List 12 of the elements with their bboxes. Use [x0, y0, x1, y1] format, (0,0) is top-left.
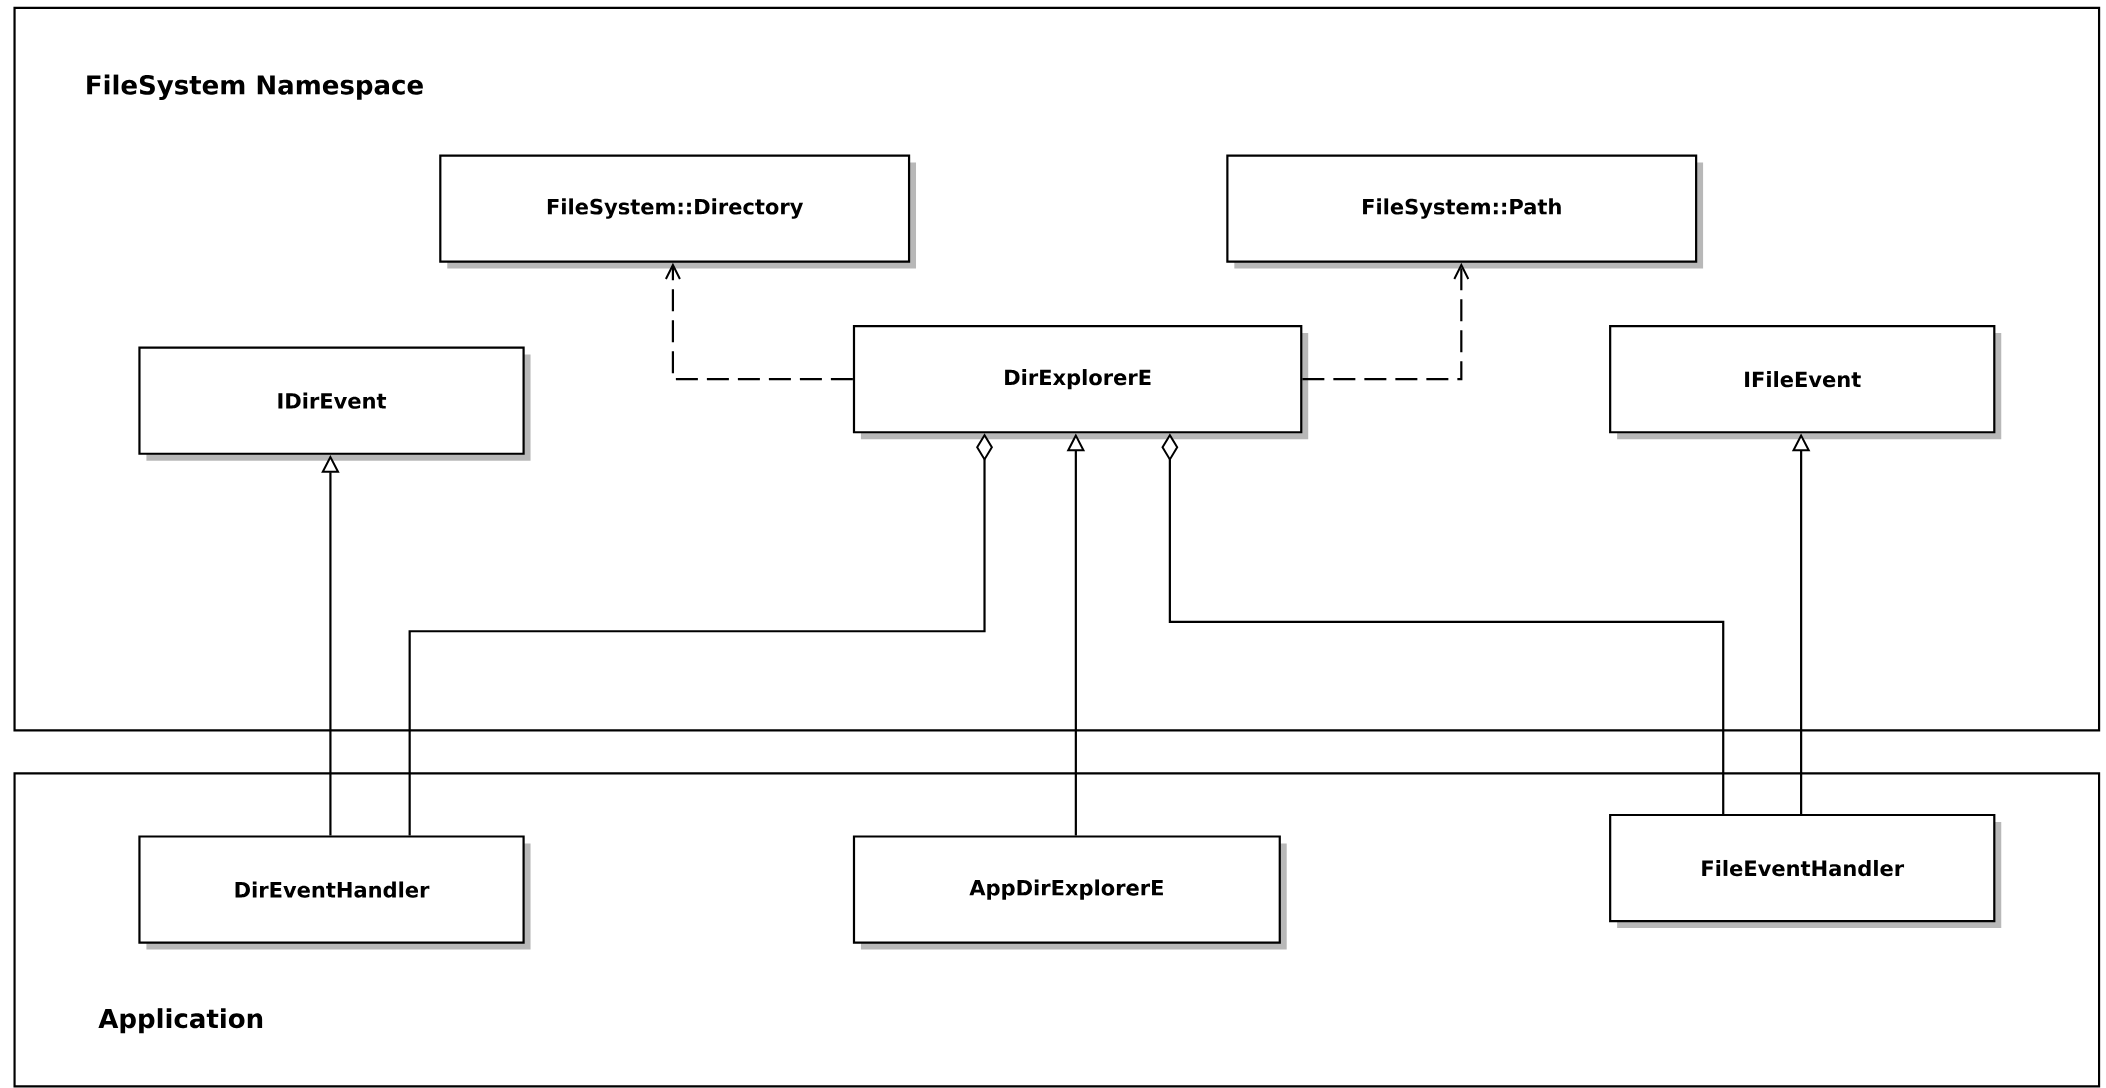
dependency-arrow — [664, 262, 853, 381]
class-box: FileSystem::Directory — [439, 154, 916, 269]
class-box: DirExplorerE — [852, 325, 1309, 440]
class-box: IDirEvent — [138, 346, 531, 461]
class-box: AppDirExplorerE — [852, 835, 1287, 950]
class-box: FileEventHandler — [1609, 813, 2002, 929]
class-box: DirEventHandler — [138, 835, 531, 950]
class-box: FileSystem::Path — [1226, 154, 1704, 269]
package-title: FileSystem Namespace — [87, 74, 423, 101]
class-box: IFileEvent — [1609, 325, 2002, 440]
dependency-arrow — [1302, 262, 1470, 381]
package-title: Application — [98, 1008, 263, 1034]
